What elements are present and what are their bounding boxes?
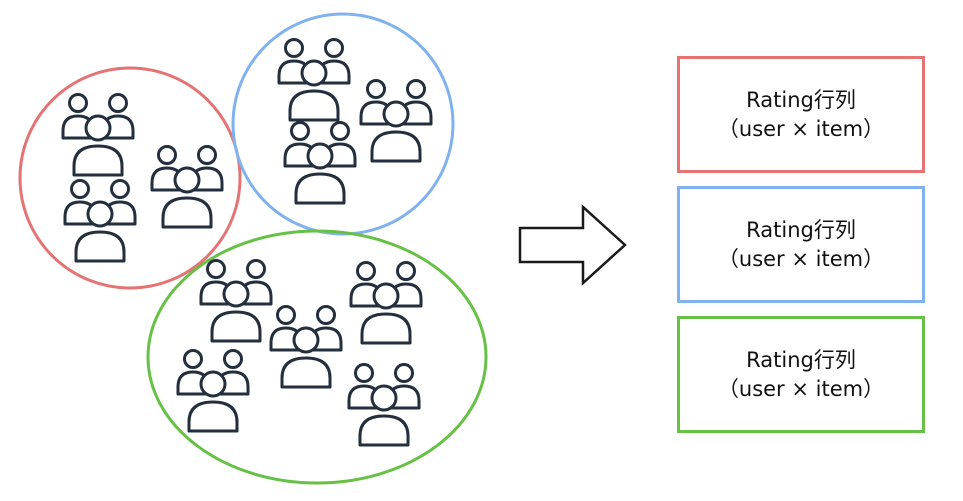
matrix-dimensions: （user × item） <box>717 376 885 401</box>
user-group-icon <box>61 93 135 177</box>
matrix-title: Rating行列 <box>746 347 856 372</box>
user-group-icon <box>277 38 351 122</box>
user-group-icon <box>349 261 423 345</box>
user-group-icon <box>176 349 250 433</box>
user-group-icon <box>283 121 357 205</box>
rating-matrix-green: Rating行列 （user × item） <box>677 316 925 433</box>
user-group-icon <box>199 259 273 343</box>
cluster-blue <box>231 12 455 236</box>
user-group-icon <box>347 363 421 447</box>
cluster-red <box>18 66 242 290</box>
matrix-dimensions: （user × item） <box>717 246 885 271</box>
matrix-title: Rating行列 <box>746 217 856 242</box>
right-arrow-icon <box>518 204 627 286</box>
rating-matrix-red: Rating行列 （user × item） <box>677 56 925 173</box>
user-group-icon <box>63 179 137 263</box>
user-group-icon <box>150 145 224 229</box>
cluster-green <box>146 229 488 485</box>
user-group-icon <box>359 79 433 163</box>
matrix-dimensions: （user × item） <box>717 116 885 141</box>
user-group-icon <box>269 305 343 389</box>
rating-matrix-blue: Rating行列 （user × item） <box>677 186 925 303</box>
matrix-title: Rating行列 <box>746 87 856 112</box>
